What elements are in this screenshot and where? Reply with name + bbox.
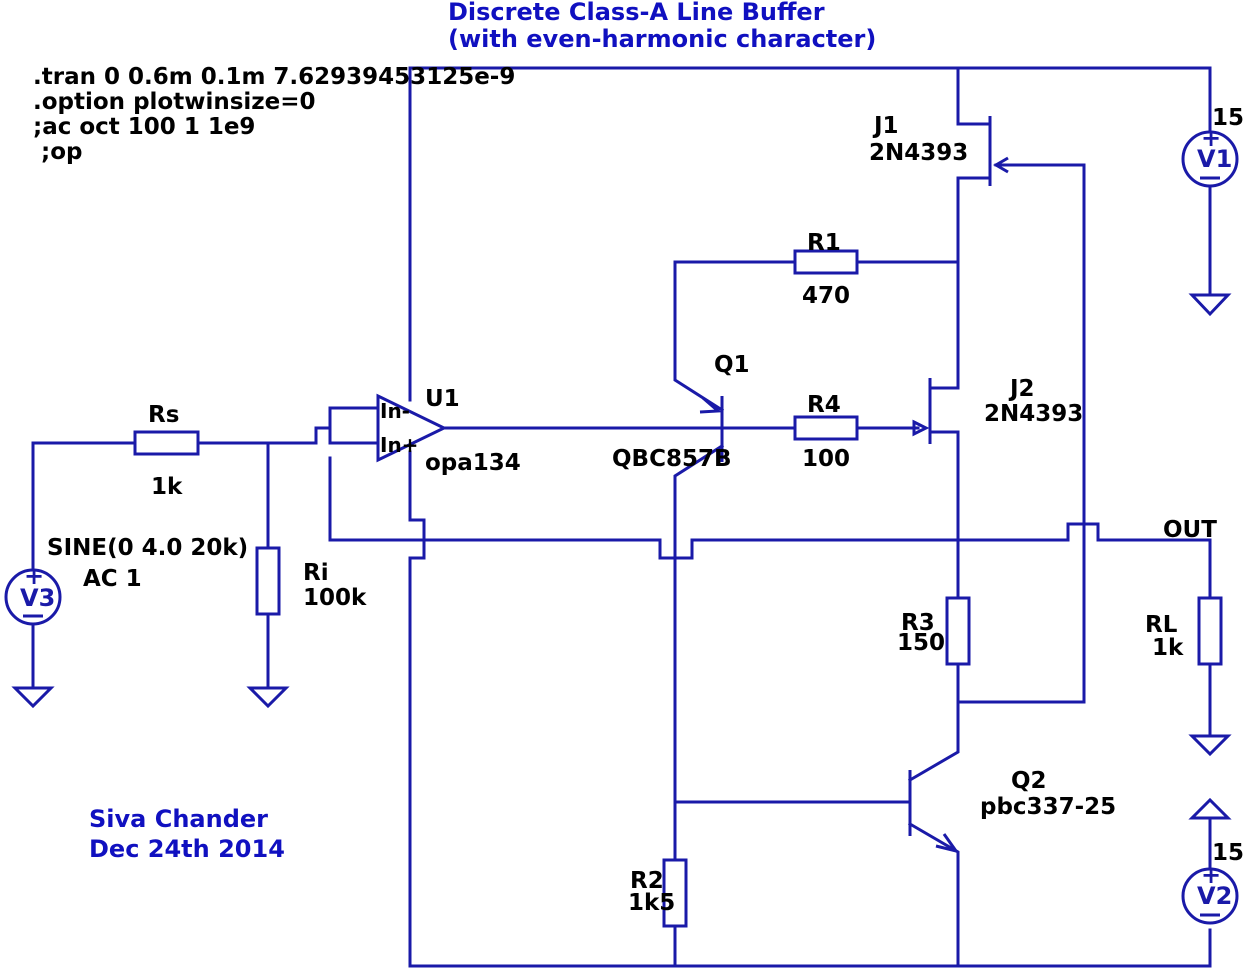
label-V3-ac: AC 1	[83, 566, 142, 592]
resistor-R4[interactable]	[793, 415, 859, 441]
svg-text:+: +	[1201, 861, 1221, 889]
directive-ac: ;ac oct 100 1 1e9	[33, 114, 255, 140]
label-Ri-value: 100k	[303, 585, 367, 611]
label-V1-value: 15	[1212, 105, 1244, 131]
label-Ri-ref: Ri	[303, 560, 329, 586]
directive-tran: .tran 0 0.6m 0.1m 7.62939453125e-9	[33, 64, 515, 90]
wires	[31, 66, 1212, 968]
directive-op: ;op	[33, 139, 82, 165]
opamp-U1[interactable]	[376, 393, 448, 463]
voltage-source-V3[interactable]: +	[4, 562, 62, 626]
title-line2: (with even-harmonic character)	[448, 25, 876, 53]
resistor-R1[interactable]	[793, 249, 859, 275]
svg-text:+: +	[24, 562, 44, 590]
resistor-RL[interactable]	[1197, 596, 1223, 666]
label-V1-ref: V1	[1197, 145, 1232, 173]
jfet-J1[interactable]	[988, 116, 1009, 186]
bjt-Q1[interactable]	[699, 396, 724, 462]
svg-text:+: +	[1201, 124, 1221, 152]
label-R3-ref: R3	[901, 610, 935, 636]
label-R4-value: 100	[802, 446, 850, 472]
label-J2-ref: J2	[1008, 376, 1035, 402]
resistor-R2[interactable]	[662, 858, 688, 928]
label-V2-ref: V2	[1197, 882, 1232, 910]
supply-arrow-icon	[1188, 797, 1232, 820]
label-V3-value: SINE(0 4.0 20k)	[47, 535, 248, 561]
ground-icon	[246, 686, 290, 709]
label-V3-ref: V3	[20, 584, 55, 612]
label-RL-value: 1k	[1152, 635, 1184, 661]
label-U1-ref: U1	[425, 386, 460, 412]
ground-icon	[1188, 293, 1232, 317]
label-R4-ref: R4	[807, 392, 841, 418]
voltage-source-V2[interactable]: +	[1181, 861, 1239, 925]
label-Q2-ref: Q2	[1011, 768, 1047, 794]
author-date: Dec 24th 2014	[89, 835, 285, 863]
resistor-Rs[interactable]	[133, 430, 200, 456]
resistor-Ri[interactable]	[255, 546, 281, 616]
label-J2-model: 2N4393	[984, 401, 1083, 427]
label-J1-model: 2N4393	[869, 140, 968, 166]
voltage-source-V1[interactable]: +	[1181, 124, 1239, 188]
label-Rs-value: 1k	[151, 474, 183, 500]
resistor-R3[interactable]	[945, 596, 971, 666]
directive-option: .option plotwinsize=0	[33, 89, 316, 115]
bjt-Q2[interactable]	[908, 770, 960, 854]
label-V2-value: 15	[1212, 840, 1244, 866]
ground-icon	[11, 686, 55, 709]
label-U1-pin-noninv: In+	[380, 433, 418, 457]
label-Rs-ref: Rs	[148, 402, 179, 428]
ground-icon	[1188, 734, 1232, 757]
author-name: Siva Chander	[89, 805, 268, 833]
label-R3-value: 150	[897, 630, 945, 656]
label-R1-ref: R1	[807, 230, 841, 256]
jfet-J2[interactable]	[912, 378, 932, 444]
label-U1-pin-inv: In-	[380, 399, 410, 423]
label-RL-ref: RL	[1145, 612, 1178, 638]
label-R1-value: 470	[802, 283, 850, 309]
label-J1-ref: J1	[872, 113, 899, 139]
title-line1: Discrete Class-A Line Buffer	[448, 0, 825, 26]
label-Q2-model: pbc337-25	[980, 794, 1116, 820]
label-U1-model: opa134	[425, 450, 521, 476]
label-Q1-ref: Q1	[714, 352, 750, 378]
label-R2-ref: R2	[630, 868, 664, 894]
label-Q1-model: QBC857B	[612, 446, 732, 472]
net-label-out: OUT	[1163, 517, 1217, 543]
label-R2-value: 1k5	[628, 890, 675, 916]
